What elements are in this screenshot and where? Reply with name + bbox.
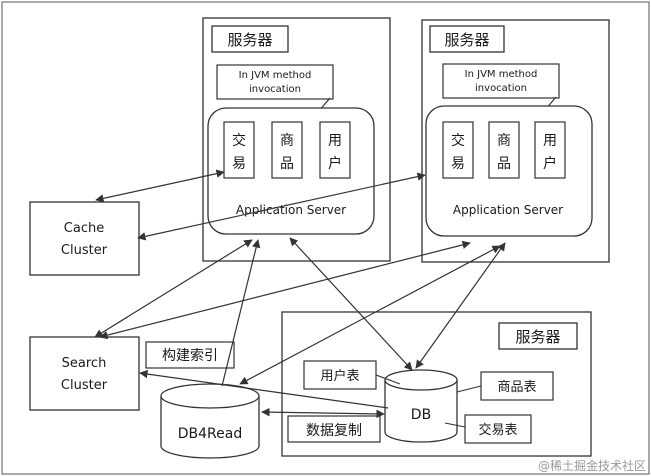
product-table-connector [456, 385, 482, 393]
server-a-module-trade-char1: 交 [232, 132, 246, 149]
arrow-db-db4read [261, 407, 385, 419]
build-index-label: 构建索引 [162, 347, 218, 364]
server-b-module-user-char2: 户 [543, 155, 557, 172]
db-label: DB [411, 407, 431, 423]
server-a-title: 服务器 [227, 31, 272, 49]
server-b-app-server-label: Application Server [453, 203, 563, 217]
product-table-label: 商品表 [497, 380, 536, 395]
arrow-cache-server-a [95, 169, 225, 203]
server-b-jvm-line1: In JVM method [465, 69, 538, 80]
server-db-title: 服务器 [515, 328, 560, 346]
arrow-server-a-db [289, 237, 413, 371]
arrow-db-search [139, 369, 389, 409]
server-b-module-trade-char1: 交 [451, 132, 465, 149]
trade-table-connector [444, 422, 466, 428]
db4read-cylinder-body [160, 396, 260, 459]
data-replication-box [287, 415, 381, 443]
server-db-title-box [498, 322, 578, 350]
server-a-app-server-label: Application Server [236, 203, 346, 217]
server-b-jvm-box [442, 63, 560, 99]
search-cluster-box [29, 336, 140, 411]
server-a-module-user-char1: 用 [328, 133, 342, 149]
server-b-module-product-char2: 品 [497, 156, 511, 172]
server-b-module-user [534, 121, 566, 179]
build-index-box [145, 341, 235, 369]
server-a-module-user-char2: 户 [328, 155, 342, 172]
server-b-module-trade [442, 121, 474, 179]
server-b-title: 服务器 [444, 31, 489, 49]
cache-cluster-line1: Cache [64, 221, 104, 236]
server-a-module-trade [223, 121, 255, 179]
cache-cluster-line2: Cluster [61, 243, 108, 258]
trade-table-label: 交易表 [478, 422, 517, 438]
arrow-cache-server-b [137, 172, 426, 241]
arrow-search-server-b [99, 240, 471, 340]
server-b-jvm-line2: invocation [475, 83, 527, 94]
arrow-db4read-server-a [221, 239, 261, 387]
arrow-db4read-server-b [239, 245, 501, 385]
db4read-label: DB4Read [178, 426, 242, 442]
server-a-module-user [319, 121, 351, 179]
watermark: @稀土掘金技术社区 [538, 458, 646, 473]
server-b-module-product-char1: 商 [497, 133, 511, 149]
server-b-box [421, 19, 610, 263]
server-b: 服务器 In JVM method invocation 交 易 商 品 用 户… [421, 19, 610, 263]
data-replication-label: 数据复制 [306, 422, 362, 439]
user-table-label: 用户表 [320, 368, 359, 384]
server-b-module-trade-char2: 易 [451, 156, 465, 172]
server-a-module-product-char1: 商 [280, 133, 294, 149]
server-a-title-box [211, 25, 289, 53]
server-a-jvm-line1: In JVM method [239, 70, 312, 81]
db4read-cylinder-top [160, 383, 260, 409]
server-b-title-box [429, 25, 505, 53]
trade-table-box [464, 414, 532, 444]
server-a-jvm-line2: invocation [249, 84, 301, 95]
server-b-module-product [488, 121, 520, 179]
server-a-module-product-char2: 品 [280, 156, 294, 172]
db-cylinder-body [384, 380, 458, 443]
cache-cluster-box [29, 201, 140, 276]
search-cluster-line2: Cluster [61, 378, 108, 393]
server-b-module-user-char1: 用 [543, 133, 557, 149]
server-a-module-product [271, 121, 303, 179]
server-a-module-trade-char2: 易 [232, 156, 246, 172]
server-a-jvm-box [216, 64, 334, 100]
search-cluster-line1: Search [62, 356, 107, 371]
db-cylinder-top [384, 369, 458, 391]
server-a: 服务器 In JVM method invocation 交 易 商 品 用 户… [202, 17, 391, 262]
